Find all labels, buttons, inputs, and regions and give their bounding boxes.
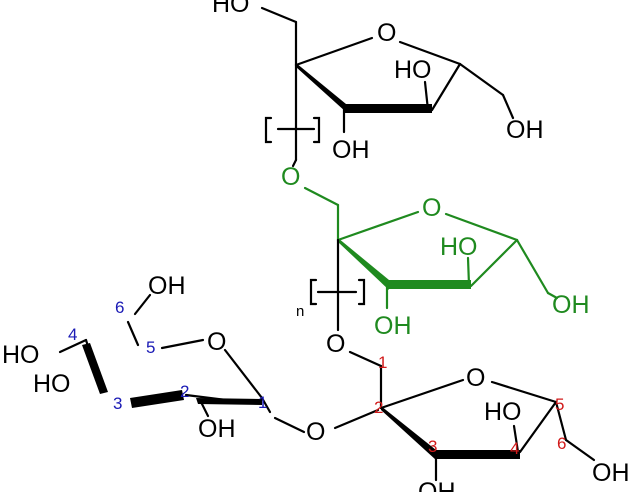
repeat-n-label: n bbox=[296, 303, 304, 320]
bond bbox=[58, 338, 88, 354]
bold-wedge-bond bbox=[82, 343, 108, 394]
glucose-left-ho-label: HO bbox=[2, 341, 40, 369]
bond bbox=[336, 210, 420, 242]
glucose-carbon-number: 6 bbox=[115, 298, 124, 317]
middle-bottom-oh-label: OH bbox=[374, 312, 412, 340]
sucrose-bottom-oh-label: OH bbox=[418, 478, 456, 492]
bond bbox=[469, 238, 519, 288]
bond bbox=[458, 62, 505, 97]
bond bbox=[501, 93, 515, 120]
bond bbox=[512, 424, 520, 454]
sucrose-right-oh-label: OH bbox=[592, 459, 630, 487]
repeat-bracket bbox=[264, 116, 273, 144]
glucose-lower-ho-label: HO bbox=[33, 370, 71, 398]
bond bbox=[273, 416, 306, 434]
glucose-bottom-oh-label: OH bbox=[198, 415, 236, 443]
bold-bond bbox=[387, 280, 471, 289]
bond bbox=[398, 40, 462, 66]
fructose-carbon-number: 3 bbox=[428, 437, 437, 456]
bond bbox=[303, 186, 340, 207]
fructose-carbon-number: 4 bbox=[510, 439, 519, 458]
bold-bond bbox=[344, 104, 432, 113]
middle-right-oh-label: OH bbox=[552, 291, 590, 319]
repeat-bracket bbox=[312, 116, 321, 144]
glucose-carbon-number: 3 bbox=[113, 394, 122, 413]
glycosidic-oxygen: O bbox=[306, 418, 325, 446]
glucose-unit bbox=[58, 293, 306, 434]
bond bbox=[554, 400, 568, 442]
sucrose-link-oxygen: O bbox=[326, 330, 345, 358]
bond bbox=[348, 350, 383, 368]
bond bbox=[490, 380, 558, 404]
bond bbox=[333, 408, 380, 430]
bold-wedge-bond bbox=[381, 406, 436, 460]
bold-wedge-bond bbox=[296, 63, 346, 112]
bold-bond bbox=[130, 390, 184, 408]
glucose-top-oh-label: OH bbox=[148, 272, 186, 300]
sucrose-fructose-unit bbox=[333, 350, 596, 482]
bold-wedge-bond bbox=[338, 238, 389, 290]
top-right-oh-label: OH bbox=[506, 116, 544, 144]
top-ring-oxygen: O bbox=[377, 19, 396, 47]
bond bbox=[430, 62, 462, 112]
glucose-ring-oxygen: O bbox=[207, 328, 226, 356]
fructose-carbon-number: 1 bbox=[378, 353, 387, 372]
bond bbox=[546, 291, 559, 300]
fructose-carbon-number: 2 bbox=[374, 398, 383, 417]
middle-fructose-unit bbox=[303, 186, 559, 310]
repeat-bracket bbox=[357, 278, 366, 306]
bond bbox=[564, 438, 596, 462]
bond bbox=[260, 6, 298, 24]
repeat-bracket bbox=[309, 278, 318, 306]
top-link-oxygen: O bbox=[281, 163, 300, 191]
fructose-carbon-number: 6 bbox=[557, 434, 566, 453]
bond bbox=[444, 212, 519, 242]
bond bbox=[294, 36, 374, 67]
bond bbox=[260, 396, 272, 414]
bond bbox=[379, 378, 465, 410]
sucrose-ring-ho-label: HO bbox=[484, 398, 522, 426]
middle-ring-oxygen: O bbox=[422, 194, 441, 222]
top-bottom-oh-label: OH bbox=[332, 136, 370, 164]
bond bbox=[291, 158, 298, 168]
bond bbox=[223, 348, 264, 400]
bond bbox=[160, 338, 205, 350]
bond bbox=[126, 320, 140, 347]
middle-ring-ho-label: HO bbox=[440, 233, 478, 261]
bond bbox=[133, 293, 152, 316]
bold-wedge-bond bbox=[196, 398, 262, 405]
bold-bond bbox=[436, 450, 520, 459]
bond bbox=[515, 238, 550, 295]
sucrose-ring-oxygen: O bbox=[466, 364, 485, 392]
bond bbox=[518, 400, 558, 454]
glucose-carbon-number: 4 bbox=[68, 325, 77, 344]
glucose-carbon-number: 2 bbox=[180, 382, 189, 401]
middle-link-bonds bbox=[309, 238, 366, 332]
top-ring-ho-label: HO bbox=[394, 56, 432, 84]
glucose-carbon-number: 1 bbox=[258, 393, 267, 412]
fructose-carbon-number: 5 bbox=[555, 395, 564, 414]
glucose-carbon-number: 5 bbox=[146, 338, 155, 357]
top-ho-ch2-label: HO bbox=[212, 0, 250, 18]
